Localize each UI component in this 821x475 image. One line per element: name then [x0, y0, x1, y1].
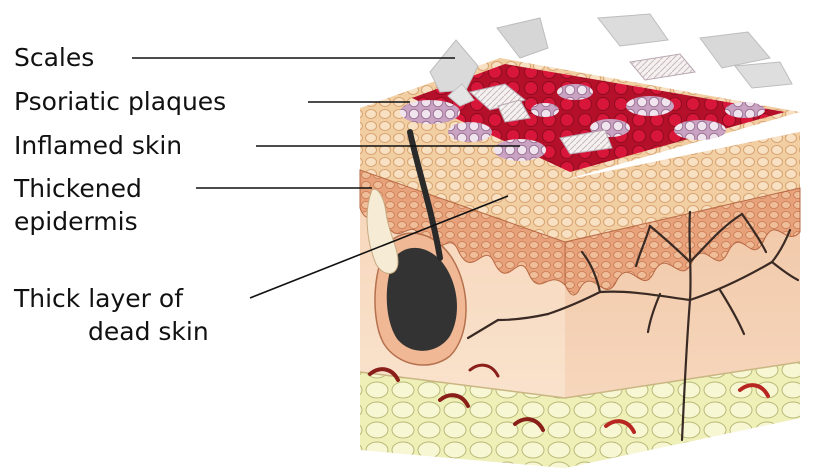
psoriatic-plaques-label: Psoriatic plaques — [14, 86, 226, 118]
thickened-epidermis-label-line1: Thickened — [14, 173, 142, 205]
scales-label: Scales — [14, 42, 94, 74]
inflamed-skin-label: Inflamed skin — [14, 130, 182, 162]
dead-skin-label-line1: Thick layer of — [14, 283, 183, 315]
thickened-epidermis-label-line2: epidermis — [14, 206, 138, 238]
dead-skin-label-line2: dead skin — [88, 316, 209, 348]
